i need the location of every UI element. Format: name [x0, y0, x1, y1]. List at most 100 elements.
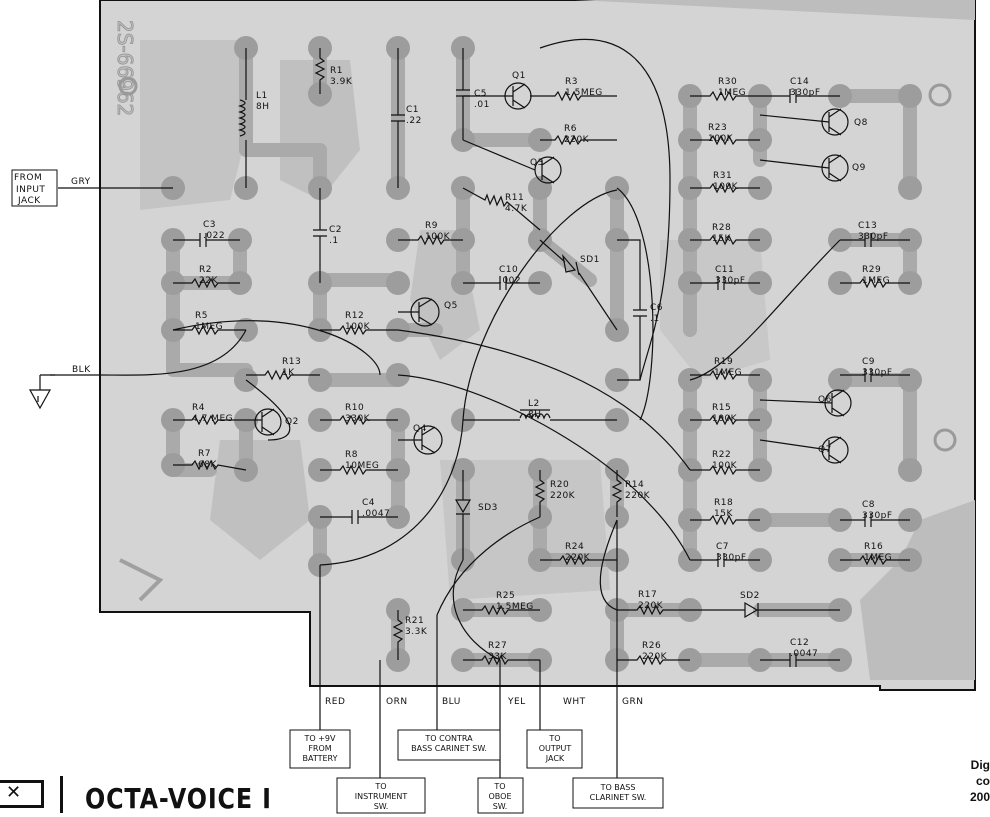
component-ref-r7: R7 [198, 449, 211, 459]
component-ref-c11: C11 [715, 265, 734, 275]
component-ref-r21: R21 [405, 616, 424, 626]
box-label-to-instrument: INSTRUMENT [355, 792, 408, 801]
component-ref-q5: Q5 [444, 301, 458, 311]
box-label-to-oboe: TO [493, 782, 505, 791]
component-value-c1: .22 [406, 116, 422, 126]
component-ref-r18: R18 [714, 498, 733, 508]
component-ref-sd1: SD1 [580, 255, 600, 265]
wire-orn: ORN [386, 697, 408, 707]
component-ref-sd2: SD2 [740, 591, 760, 601]
component-value-r10: 330K [345, 414, 371, 424]
component-ref-c2: C2 [329, 225, 342, 235]
component-value-r11: 4.7K [505, 204, 528, 214]
component-ref-l2: L2 [528, 399, 540, 409]
component-value-c12: .0047 [790, 649, 818, 659]
component-ref-r5: R5 [195, 311, 208, 321]
from-input-jack-line2: INPUT [16, 185, 45, 195]
component-ref-q4: Q4 [413, 424, 427, 434]
component-ref-r10: R10 [345, 403, 364, 413]
component-ref-l1: L1 [256, 91, 268, 101]
component-ref-r3: R3 [565, 77, 578, 87]
component-ref-r6: R6 [564, 124, 577, 134]
component-ref-r20: R20 [550, 480, 569, 490]
component-ref-c13: C13 [858, 221, 877, 231]
component-value-c13: 330pF [858, 232, 889, 242]
component-ref-c14: C14 [790, 77, 809, 87]
component-ref-r19: R19 [714, 357, 733, 367]
wire-blu: BLU [442, 697, 461, 707]
component-ref-r25: R25 [496, 591, 515, 601]
component-value-r20: 220K [550, 491, 576, 501]
component-value-r17: 220K [638, 601, 664, 611]
component-value-r28: 15K [712, 234, 731, 244]
component-value-c5: .01 [474, 100, 490, 110]
component-ref-c5: C5 [474, 89, 487, 99]
component-value-r4: 4.7 MEG [192, 414, 233, 424]
component-ref-r26: R26 [642, 641, 661, 651]
component-value-l2: 8H [528, 410, 542, 420]
component-ref-r31: R31 [713, 171, 732, 181]
component-value-c2: .1 [329, 236, 339, 246]
component-ref-c3: C3 [203, 220, 216, 230]
board-marking: 2S-66962 [113, 20, 137, 116]
component-ref-c10: C10 [499, 265, 518, 275]
output-wires [319, 516, 618, 780]
component-ref-q1: Q1 [512, 71, 526, 81]
component-ref-c9: C9 [862, 357, 875, 367]
credit-line: co [975, 774, 990, 788]
credit-line: 200 [969, 790, 990, 804]
component-value-r5: 1MEG [195, 322, 223, 332]
component-ref-r23: R23 [708, 123, 727, 133]
input-jack-box [11, 169, 58, 207]
component-ref-r22: R22 [712, 450, 731, 460]
component-ref-q3: Q3 [530, 158, 544, 168]
component-value-r1: 3.9K [330, 77, 353, 87]
component-value-c8: 330pF [862, 511, 893, 521]
component-value-r19: 1MEG [714, 368, 742, 378]
component-value-r9: 100K [425, 232, 451, 242]
brand-logo-icon: ✕ [6, 782, 22, 803]
component-ref-r14: R14 [625, 480, 644, 490]
box-label-to-bass-clarinet: CLARINET SW. [590, 793, 647, 802]
box-label-to-instrument: TO [374, 782, 386, 791]
wire-grn: GRN [622, 697, 643, 707]
component-value-r29: 1MEG [862, 276, 890, 286]
component-value-c9: 330pF [862, 368, 893, 378]
components [173, 48, 910, 667]
component-value-c4: .0047 [362, 509, 390, 519]
component-value-c3: .022 [203, 231, 225, 241]
component-ref-c6: C6 [650, 303, 663, 313]
component-ref-r1: R1 [330, 66, 343, 76]
component-ref-c12: C12 [790, 638, 809, 648]
component-value-r8: 10MEG [345, 461, 379, 471]
jumper-wires [50, 38, 841, 566]
box-label-to-output: JACK [545, 754, 565, 763]
component-value-c7: 330pF [716, 553, 747, 563]
component-value-r7: 68K [198, 460, 217, 470]
component-value-r27: 33K [488, 652, 507, 662]
box-label-to-oboe: SW. [493, 802, 508, 811]
component-ref-c8: C8 [862, 500, 875, 510]
box-label-to-9v: BATTERY [303, 754, 338, 763]
component-ref-r9: R9 [425, 221, 438, 231]
component-ref-r2: R2 [199, 265, 212, 275]
component-value-r26: 220K [642, 652, 668, 662]
blk-label: BLK [72, 365, 91, 375]
box-label-to-output: TO [548, 734, 560, 743]
component-ref-c7: C7 [716, 542, 729, 552]
from-input-jack-line1: FROM [14, 173, 42, 183]
component-value-r13: 1K [282, 368, 295, 378]
component-ref-q6: Q6 [818, 395, 832, 405]
brand-logo-frame [0, 780, 44, 808]
component-value-r21: 3.3K [405, 627, 428, 637]
component-ref-r24: R24 [565, 542, 584, 552]
component-ref-r17: R17 [638, 590, 657, 600]
product-title: OCTA-VOICE I [85, 782, 272, 815]
component-ref-r16: R16 [864, 542, 883, 552]
output-boxes [289, 729, 664, 814]
component-value-r15: 100K [712, 414, 738, 424]
component-value-c6: .1 [650, 314, 660, 324]
